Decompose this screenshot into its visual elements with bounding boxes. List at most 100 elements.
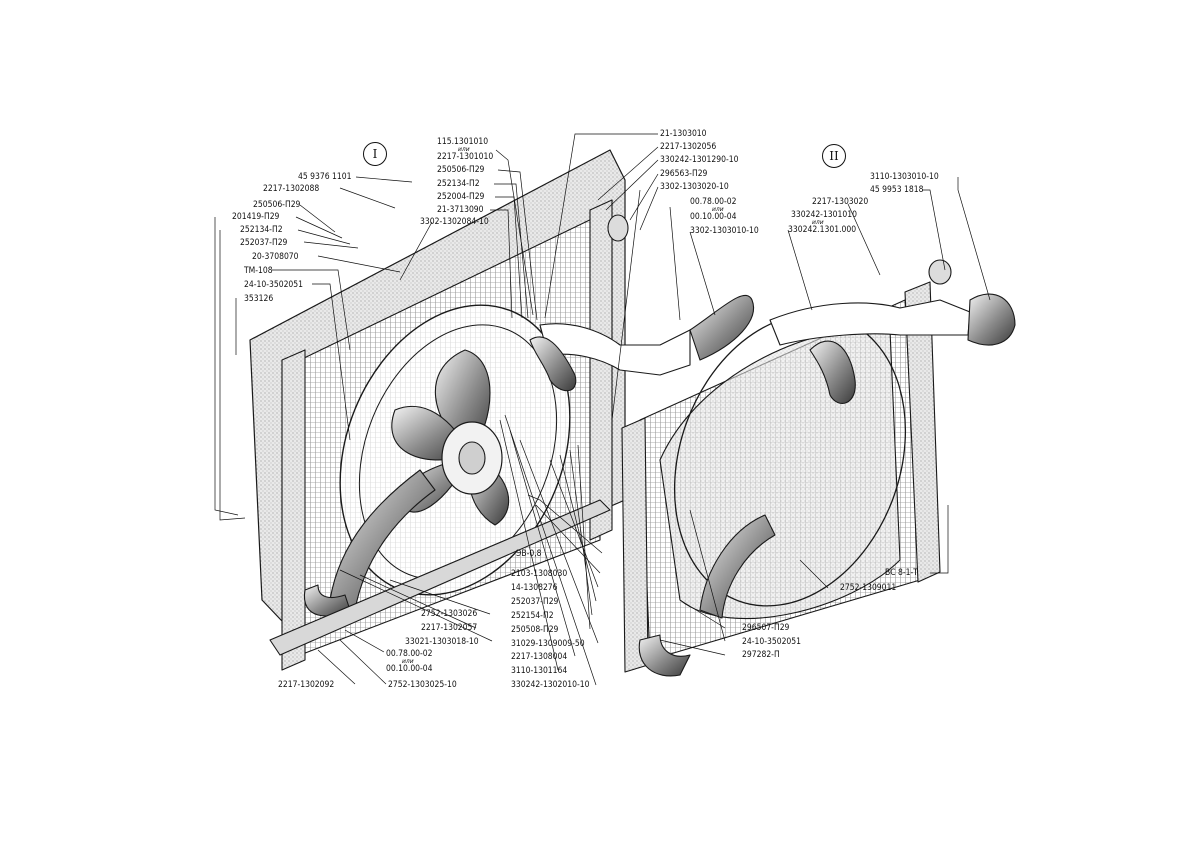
fan-motor-hub (458, 441, 486, 475)
leader-line (569, 449, 593, 616)
part-label: 3302-1302084-10 (420, 217, 489, 227)
filler-neck-2 (928, 259, 952, 285)
leader-line (219, 230, 246, 521)
part-label: 250508-П29 (511, 625, 559, 635)
part-label: 2103-1308030 (511, 569, 568, 579)
leader-line (544, 133, 658, 319)
leader-line (497, 169, 538, 321)
fan-shroud-2 (659, 328, 901, 619)
part-label: 296507-П29 (742, 623, 790, 633)
part-label: 330242-1301010 (791, 210, 857, 220)
fan-shroud-inner (358, 324, 558, 580)
leader-line (509, 429, 576, 657)
or-word: или (812, 219, 824, 226)
view-marker-1: I (363, 142, 387, 166)
leader-line (519, 439, 599, 644)
part-label: 252154-П2 (511, 611, 554, 621)
part-label: 2217-1308004 (511, 652, 568, 662)
part-label: 00.10.00-04 (690, 212, 737, 222)
part-label: 00.78.00-02 (690, 197, 737, 207)
leader-line (495, 196, 523, 319)
part-label: ТМ-108 (244, 266, 273, 276)
lower-elbow-2 (638, 634, 691, 677)
part-label: 2752-1303026 (421, 609, 478, 619)
part-label: 14-1308276 (511, 583, 558, 593)
leader-line (490, 209, 513, 319)
leader-line (312, 283, 351, 441)
part-label: 250506-П29 (437, 165, 485, 175)
leader-line (499, 419, 559, 671)
part-label: 24-10-3502051 (742, 637, 802, 647)
upper-hose-elbow-1 (529, 336, 577, 392)
leader-line (605, 159, 659, 211)
part-label: 252004-П29 (437, 192, 485, 202)
part-label: 297282-П (742, 650, 780, 660)
part-label: 2752-1309011 (840, 583, 897, 593)
part-label: 2217-1303020 (812, 197, 869, 207)
part-label: 2217-1302056 (660, 142, 717, 152)
leader-line (399, 221, 433, 281)
leader-line (922, 189, 946, 271)
corrugated-hose-1 (689, 294, 754, 361)
part-label: 252134-П2 (437, 179, 480, 189)
part-label: 2217-1302057 (421, 623, 478, 633)
part-label: 2217-1302088 (263, 184, 320, 194)
part-label: ЭВ-0,8 (516, 549, 542, 559)
part-label: 33021-1303018-10 (405, 637, 479, 647)
leader-line (629, 173, 659, 221)
radiator-tank-1-right (589, 199, 613, 541)
leader-line (344, 629, 385, 653)
leader-line (957, 177, 991, 301)
part-label: 21-3713090 (437, 205, 484, 215)
part-label: 00.78.00-02 (386, 649, 433, 659)
part-label: 250506-П29 (253, 200, 301, 210)
part-label: 24-10-3502051 (244, 280, 304, 290)
leader-line (317, 649, 356, 685)
leader-line (299, 204, 336, 233)
leader-line (689, 509, 726, 642)
part-label: 252037-П29 (511, 597, 559, 607)
bottom-bracket-1 (269, 499, 611, 656)
part-label: ВС 8-1-Т (885, 568, 918, 578)
leader-line (611, 189, 641, 421)
leader-line (355, 176, 413, 183)
radiator-tank-1 (281, 349, 306, 671)
leader-line (535, 504, 601, 574)
leader-line (577, 444, 591, 630)
leader-line (559, 454, 597, 602)
leader-line (659, 639, 726, 656)
radiator-tank-2-right (904, 281, 941, 583)
or-word: или (712, 206, 724, 213)
leader-line (297, 229, 351, 245)
leader-line (494, 183, 529, 319)
leader-line (679, 599, 726, 629)
assembly-1-group (249, 149, 754, 671)
radiator-tank-2-left (621, 417, 649, 673)
leader-line (272, 269, 351, 351)
leader-line (495, 149, 534, 316)
part-label: 330242.1301.000 (788, 225, 857, 235)
part-label: 2217-1302092 (278, 680, 335, 690)
view-marker-2: II (822, 144, 846, 168)
filler-neck-1 (607, 214, 629, 242)
leader-line (303, 241, 359, 249)
part-label: 115.1301010 (437, 137, 489, 147)
leader-line (669, 206, 681, 321)
leader-lines (214, 133, 991, 686)
part-label: 330242-1301290-10 (660, 155, 739, 165)
part-label: 330242-1302010-10 (511, 680, 590, 690)
part-label: 2217-1301010 (437, 152, 494, 162)
leader-line (787, 229, 813, 311)
leader-line (597, 146, 659, 201)
lower-hose-1 (329, 469, 436, 611)
part-label: 21-1303010 (660, 129, 707, 139)
leader-line (295, 216, 343, 239)
leader-line (930, 505, 949, 574)
part-label: 201419-П29 (232, 212, 280, 222)
part-label: 3302-1303020-10 (660, 182, 729, 192)
upper-elbow-2 (809, 340, 856, 404)
corrugated-hose-2 (967, 293, 1016, 346)
assembly-2-group (621, 259, 1016, 677)
